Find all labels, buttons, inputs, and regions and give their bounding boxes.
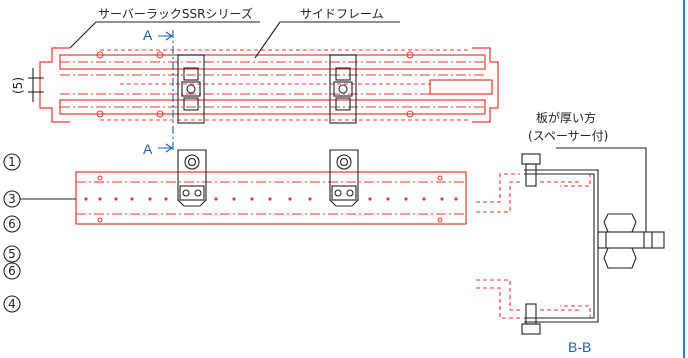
bracket-right xyxy=(329,149,359,207)
part-number-1: 1 xyxy=(8,155,16,169)
section-bb xyxy=(476,147,665,335)
nut-top xyxy=(603,213,637,233)
label-server-rack: サーバーラックSSRシリーズ xyxy=(98,6,253,21)
top-view xyxy=(28,30,499,153)
label-side-frame: サイドフレーム xyxy=(300,7,384,21)
part-number-5: 5 xyxy=(8,247,16,261)
spacer-plate xyxy=(597,231,665,249)
section-marker-a-bottom: A xyxy=(143,141,153,157)
part-circle-6b xyxy=(3,262,21,280)
part-number-3: 3 xyxy=(8,192,16,206)
part-number-list: 1 3 6 5 6 4 xyxy=(3,153,76,313)
front-view xyxy=(75,149,467,225)
part-circle-6a xyxy=(3,215,21,233)
nut-bottom xyxy=(603,247,637,269)
part-number-6a: 6 xyxy=(8,217,16,231)
dimension-5: (5) xyxy=(11,77,25,94)
clamp-left xyxy=(177,54,205,124)
clamp-right xyxy=(329,54,357,124)
part-circle-4 xyxy=(3,295,21,313)
section-title-bb: B-B xyxy=(568,339,591,355)
leader-server-rack xyxy=(69,21,260,49)
bracket-left xyxy=(177,149,207,207)
leader-side-frame xyxy=(254,21,400,59)
part-number-6b: 6 xyxy=(8,264,16,278)
label-with-spacer: (スペーサー付) xyxy=(528,129,608,143)
section-marker-a-top: A xyxy=(143,27,153,43)
leader-thick-side xyxy=(556,147,647,232)
part-number-4: 4 xyxy=(8,297,16,311)
part-circle-5 xyxy=(3,245,21,263)
part-circle-1 xyxy=(3,153,21,171)
mounting-plate xyxy=(75,171,467,225)
bolt-bottom-head xyxy=(521,323,541,335)
label-thick-side: 板が厚い方 xyxy=(536,110,596,125)
bolt-top-head xyxy=(521,153,541,165)
